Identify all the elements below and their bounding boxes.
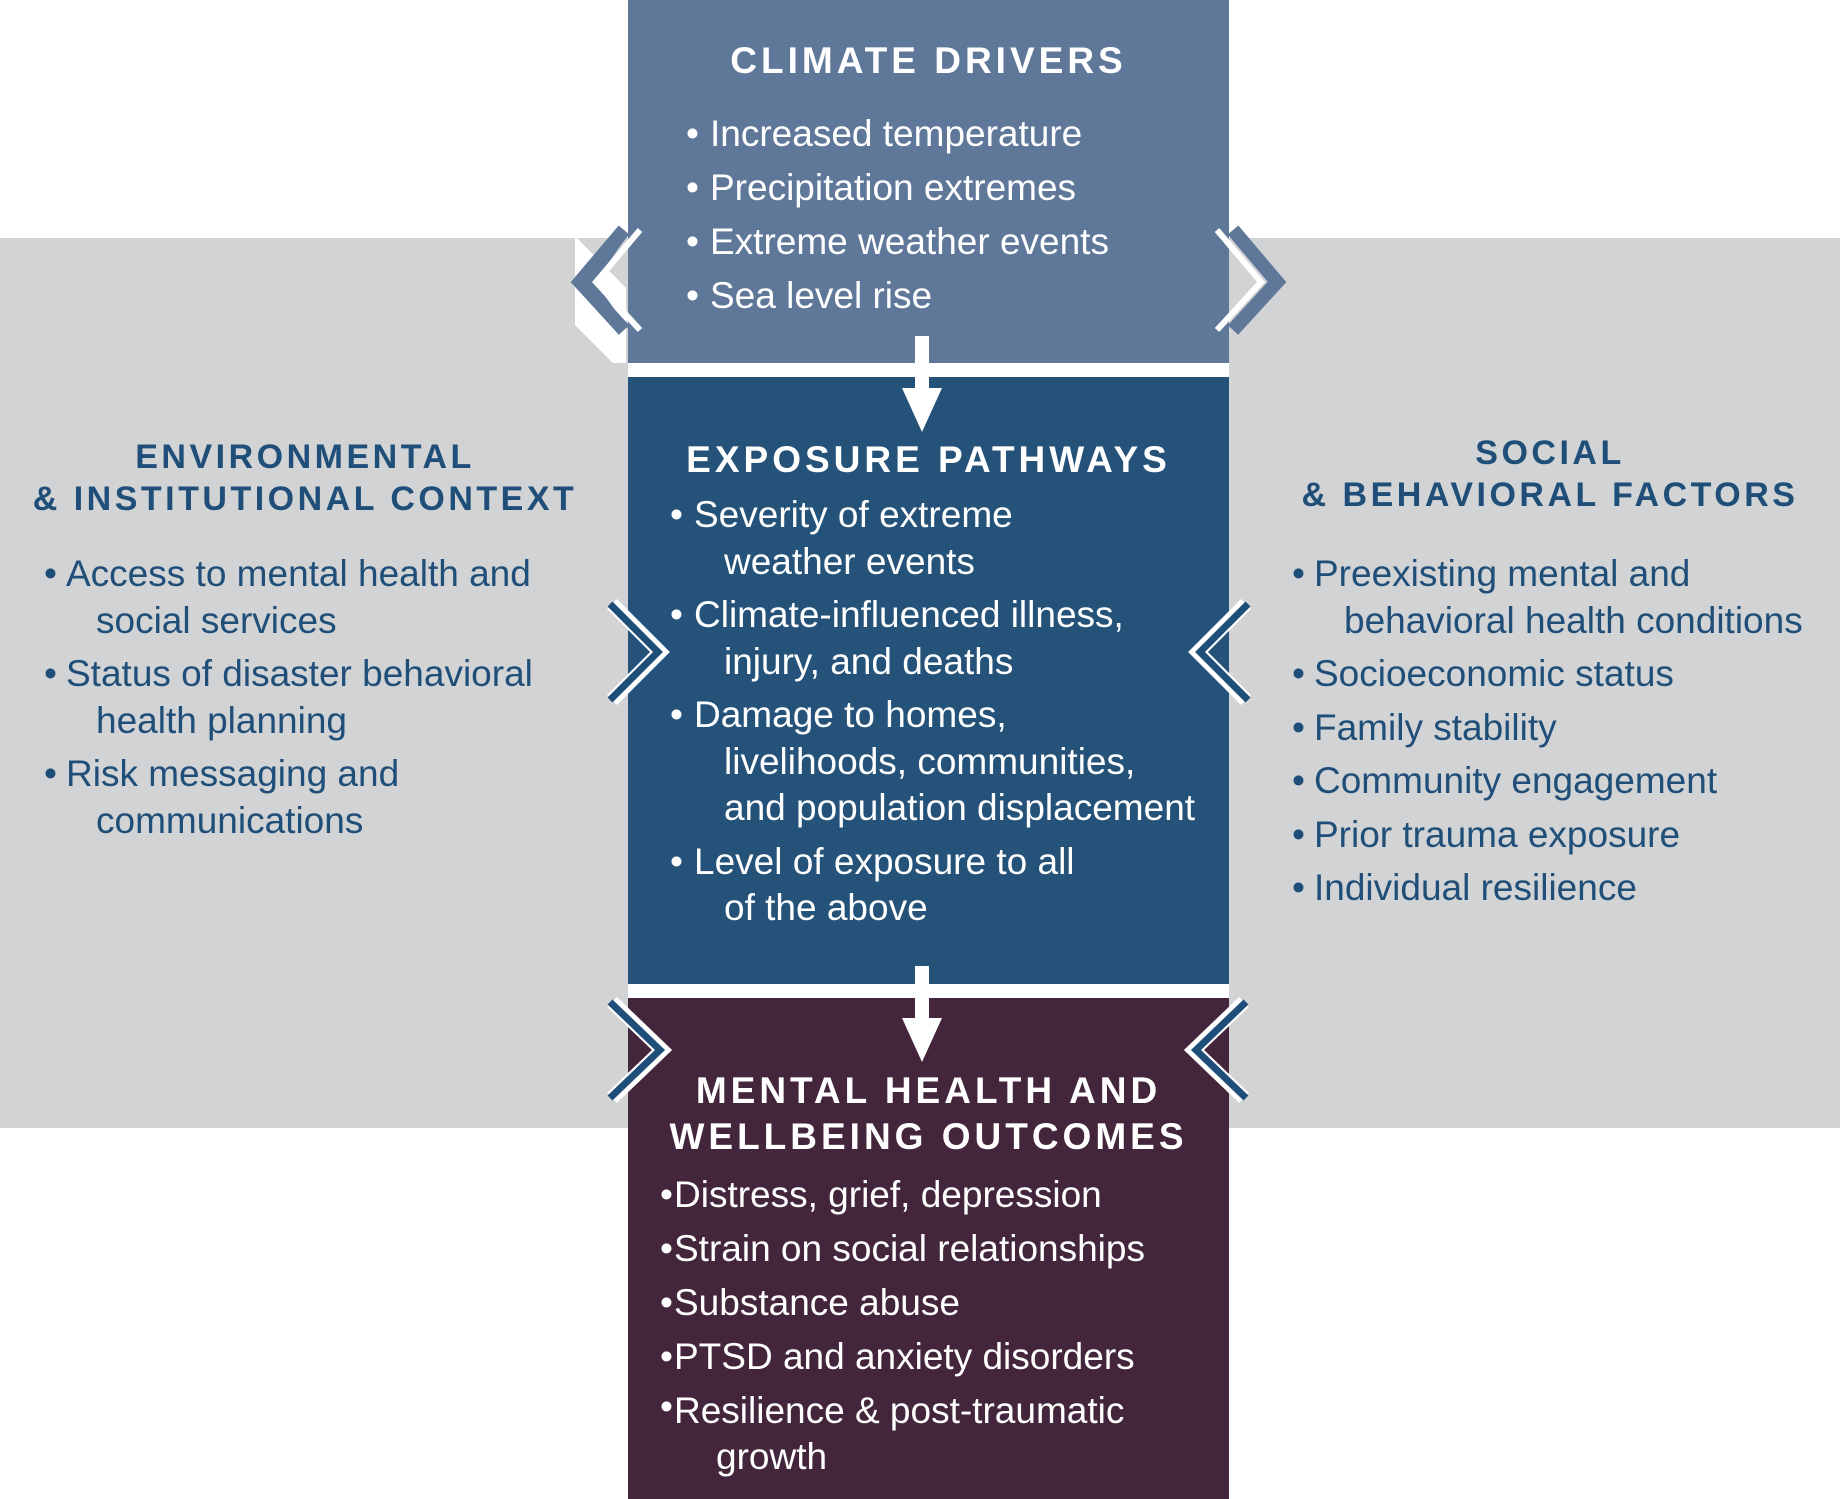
list-item: •PTSD and anxiety disorders	[660, 1336, 1135, 1377]
list-item: •Substance abuse	[660, 1282, 960, 1323]
right-band	[1229, 238, 1840, 1128]
list-item: •Precipitation extremes	[686, 167, 1077, 208]
list-item: •Individual resilience	[1292, 867, 1637, 908]
chevron-right-icon	[607, 996, 673, 1104]
outcomes-list: •Distress, grief, depression •Strain on …	[660, 1168, 1145, 1480]
exposure-pathways-title: EXPOSURE PATHWAYS	[686, 439, 1171, 480]
list-item: •Increased temperature	[686, 113, 1083, 154]
arrow-down-icon	[902, 966, 942, 1062]
chevron-left-icon	[1183, 996, 1249, 1104]
climate-drivers-title: CLIMATE DRIVERS	[730, 40, 1127, 81]
chevron-left-icon	[570, 225, 630, 335]
list-item: •Family stability	[1292, 706, 1557, 748]
chevron-left-icon	[1195, 601, 1251, 703]
social-factors-title: SOCIAL& BEHAVIORAL FACTORS	[1301, 434, 1799, 514]
chevron-right-icon	[1227, 225, 1287, 335]
list-item: •Distress, grief, depression	[660, 1174, 1102, 1215]
list-item: •Extreme weather events	[686, 221, 1109, 262]
list-item: •Strain on social relationships	[660, 1228, 1145, 1269]
list-item: •Socioeconomic status	[1292, 653, 1674, 694]
arrow-down-icon	[902, 336, 942, 432]
list-item: •Community engagement	[1292, 760, 1718, 801]
left-band	[0, 238, 628, 1128]
list-item: •Damage to homes,livelihoods, communitie…	[670, 694, 1196, 828]
list-item: •Sea level rise	[686, 275, 933, 316]
list-item: •Prior trauma exposure	[1292, 813, 1681, 855]
climate-drivers-box: CLIMATE DRIVERS •Increased temperature •…	[628, 0, 1229, 363]
chevron-right-icon	[607, 599, 670, 705]
chevron-left-icon	[1188, 599, 1251, 705]
environmental-context-title: ENVIRONMENTAL& INSTITUTIONAL CONTEXT	[32, 438, 578, 518]
chevron-right-icon	[1214, 228, 1265, 333]
chevron-right-icon	[607, 999, 666, 1101]
chevron-left-icon	[592, 228, 643, 333]
chevron-left-icon	[1190, 999, 1249, 1101]
chevron-right-icon	[607, 601, 663, 703]
climate-drivers-list: •Increased temperature •Precipitation ex…	[680, 107, 1109, 323]
list-item: •Climate-influenced illness,injury, and …	[670, 594, 1124, 682]
